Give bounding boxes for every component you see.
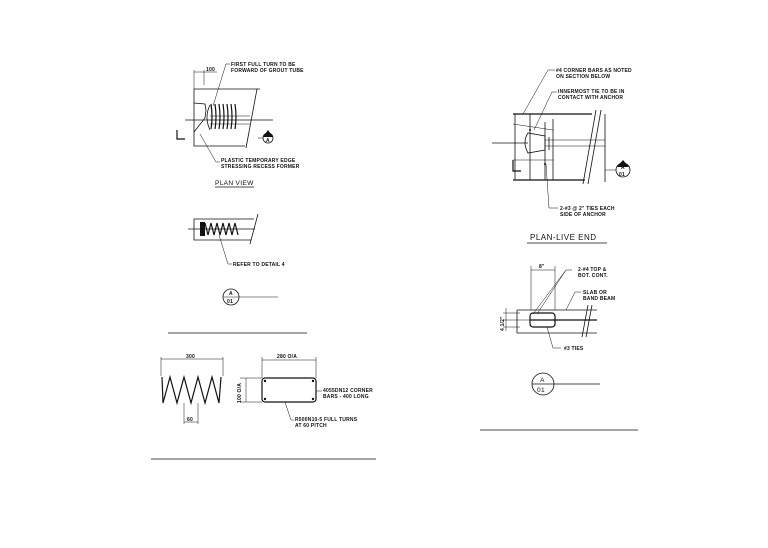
note-innermost-tie-line2: CONTACT WITH ANCHOR [558, 95, 623, 101]
callout-number: 01 [227, 299, 233, 305]
note-turns-line2: AT 60 PITCH [295, 423, 327, 429]
note-first-turn-line2: FORWARD OF GROUT TUBE [231, 68, 304, 74]
callout-letter: A [229, 291, 233, 297]
spiral-detail: 300 60 280 O/A 100 O/A 4055DN12 CORNER B… [160, 354, 373, 429]
note-top-bot-line1: 2-#4 TOP & [578, 267, 607, 273]
note-former-line1: PLASTIC TEMPORARY EDGE [221, 158, 296, 164]
note-corner-bars-line2: BARS - 400 LONG [323, 394, 369, 400]
callout-letter: A [540, 377, 545, 384]
note-corner-bars-line2: ON SECTION BELOW [556, 74, 610, 80]
detail-callout-right: A 01 [531, 372, 600, 396]
note-former-line2: STRESSING RECESS FORMER [221, 164, 300, 170]
note-slab-line2: BAND BEAM [583, 296, 615, 302]
dimension-8in: 8" [539, 264, 545, 270]
dimension-300: 300 [186, 354, 195, 360]
note-corner-bars-line1: #4 CORNER BARS AS NOTED [556, 68, 632, 74]
dimension-100-oa: 100 O/A [237, 383, 243, 403]
plan-live-end-title: PLAN-LIVE END [530, 233, 597, 242]
dimension-4-5in: 4 1/2" [500, 316, 506, 331]
plan-live-end-detail: A 01 #4 CORNER BARS AS NOTED ON SECTION … [492, 68, 632, 244]
section-marker-letter: A [621, 165, 625, 171]
dimension-280: 280 O/A [277, 354, 297, 360]
dimension-100: 100 [206, 67, 215, 73]
note-section-ties: #3 TIES [564, 346, 584, 352]
note-innermost-tie-line1: INNERMOST TIE TO BE IN [558, 89, 625, 95]
section-marker-a: A [266, 138, 270, 144]
section-a-detail: 8" 4 1/2" 2-#4 TOP & BOT. CONT. SLAB OR … [500, 264, 615, 352]
callout-number: 01 [537, 387, 545, 394]
note-first-turn-line1: FIRST FULL TURN TO BE [231, 62, 296, 68]
detail-callout-left: A 01 [222, 288, 278, 306]
plan-view-title: PLAN VIEW [215, 180, 254, 187]
note-ties-line2: SIDE OF ANCHOR [560, 212, 606, 218]
dimension-60: 60 [187, 417, 193, 423]
note-ties-line1: 2-#3 @ 2" TIES EACH [560, 206, 615, 212]
section-marker-number: 01 [619, 172, 625, 178]
note-refer-detail: REFER TO DETAIL 4 [233, 262, 285, 268]
section-detail: REFER TO DETAIL 4 [188, 213, 285, 268]
note-corner-bars-line1: 4055DN12 CORNER [323, 388, 373, 394]
note-top-bot-line2: BOT. CONT. [578, 273, 608, 279]
note-slab-line1: SLAB OR [583, 290, 607, 296]
note-turns-line1: R500N10-5 FULL TURNS [295, 417, 358, 423]
plan-view-detail: 100 A FIRST FULL TURN TO BE FORWARD OF G… [176, 62, 304, 188]
